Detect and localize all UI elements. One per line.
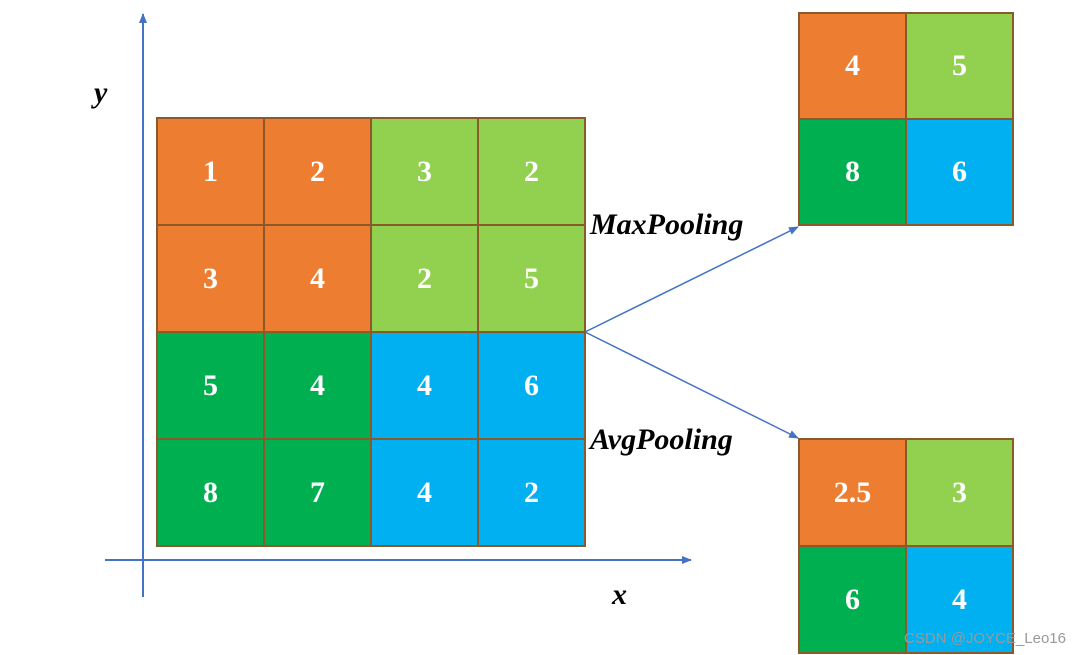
grid-cell: 6 [478,332,585,439]
grid-cell: 1 [157,118,264,225]
grid-cell: 3 [157,225,264,332]
grid-cell: 5 [906,13,1013,119]
grid-cell: 4 [371,439,478,546]
grid-cell: 2 [478,439,585,546]
grid-cell: 2 [478,118,585,225]
grid-cell: 6 [799,546,906,653]
grid-cell: 6 [906,119,1013,225]
y-axis-label: y [94,76,108,109]
watermark: CSDN @JOYCE_Leo16 [904,630,1066,647]
arrow-to-max-pooling [584,226,799,333]
grid-cell: 4 [371,332,478,439]
grid-cell: 2 [371,225,478,332]
avg-pooling-label: AvgPooling [590,423,733,456]
grid-cell: 7 [264,439,371,546]
grid-cell: 4 [264,225,371,332]
grid-cell: 4 [906,546,1013,653]
grid-cell: 4 [799,13,906,119]
max-pooling-label: MaxPooling [590,208,744,241]
grid-cell: 5 [478,225,585,332]
grid-cell: 2.5 [799,439,906,546]
grid-cell: 2 [264,118,371,225]
grid-cell: 3 [371,118,478,225]
grid-cell: 5 [157,332,264,439]
grid-cell: 3 [906,439,1013,546]
grid-cell: 4 [264,332,371,439]
grid-cell: 8 [157,439,264,546]
grid-cell: 8 [799,119,906,225]
x-axis-label: x [612,578,627,611]
